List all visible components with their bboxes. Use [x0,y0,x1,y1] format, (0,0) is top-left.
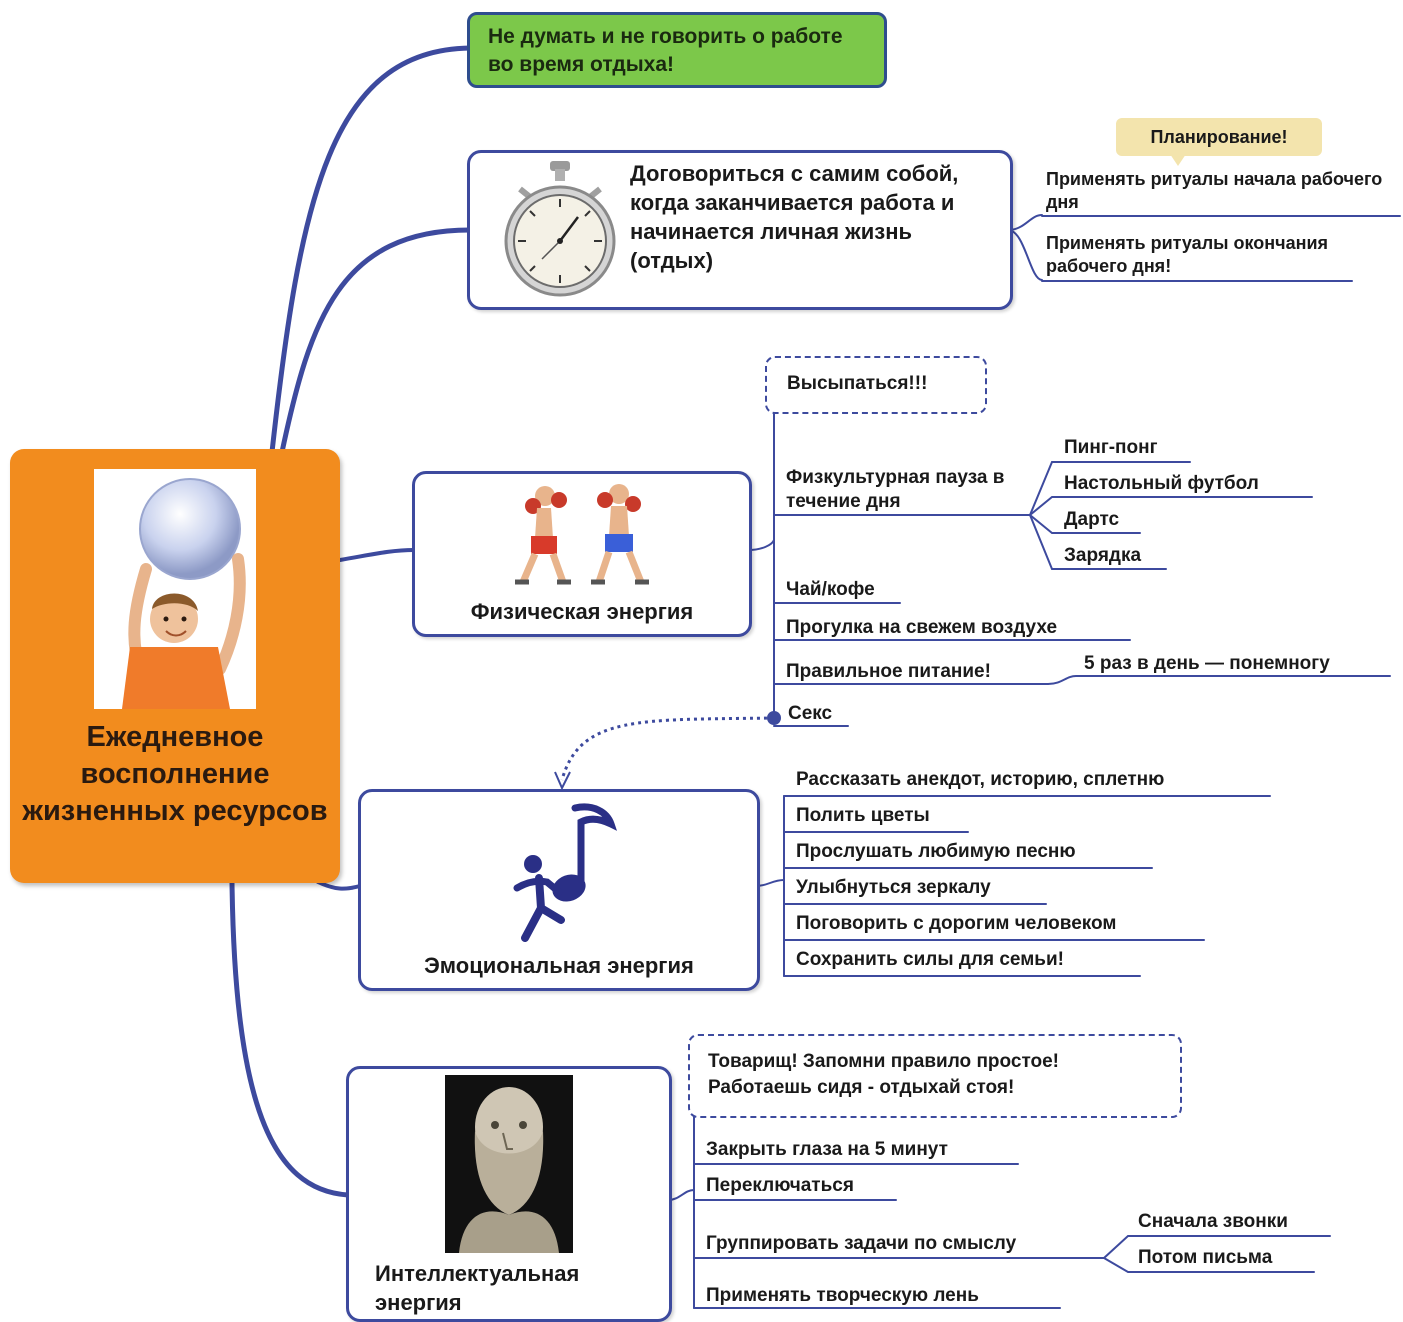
favorite-song-item[interactable]: Прослушать любимую песню [796,841,1076,862]
nutrition-item[interactable]: Правильное питание! [786,661,991,682]
sleep-item[interactable]: Высыпаться!!! [765,356,987,414]
creative-laziness-item[interactable]: Применять творческую лень [706,1285,979,1306]
philosopher-bust-icon [445,1075,573,1253]
planning-callout: Планирование! [1116,118,1322,156]
physical-topic[interactable]: Физическая энергия [412,471,752,637]
link-to-intellectual [229,880,351,1198]
link-to-emotional [316,880,362,891]
exercise-break-item[interactable]: Физкультурная пауза в течение дня [786,467,1005,512]
rule-item[interactable]: Товарищ! Запомни правило простое! Работа… [688,1034,1182,1118]
agreement-topic[interactable]: Договориться с самим собой, когда заканч… [467,150,1013,310]
smile-mirror-item[interactable]: Улыбнуться зеркалу [796,877,991,898]
music-note-dancer-icon [503,796,623,946]
link-to-agreement [279,227,473,455]
talk-loved-one-item[interactable]: Поговорить с дорогим человеком [796,913,1117,934]
stopwatch-icon [502,159,618,299]
central-title: Ежедневное восполнение жизненных ресурсо… [22,721,328,827]
ritual-end-item[interactable]: Применять ритуалы окончания рабочего дня… [1046,233,1329,276]
calls-first-item[interactable]: Сначала звонки [1138,1211,1288,1232]
link-to-top-note [269,45,473,455]
central-node[interactable]: Ежедневное восполнение жизненных ресурсо… [10,449,340,883]
tea-coffee-item[interactable]: Чай/кофе [786,579,875,600]
fresh-air-walk-item[interactable]: Прогулка на свежем воздухе [786,617,1058,638]
top-note[interactable]: Не думать и не говорить о работе во врем… [467,12,887,88]
close-eyes-item[interactable]: Закрыть глаза на 5 минут [706,1139,948,1160]
link-to-physical [338,548,416,562]
intellectual-title: Интеллектуальная энергия [375,1261,580,1315]
sleep-label: Высыпаться!!! [787,373,928,394]
top-note-text: Не думать и не говорить о работе во врем… [488,25,843,76]
workout-item[interactable]: Зарядка [1064,545,1142,566]
table-football-item[interactable]: Настольный футбол [1064,473,1259,494]
sex-item[interactable]: Секс [788,703,833,724]
group-tasks-item[interactable]: Группировать задачи по смыслу [706,1233,1017,1254]
water-flowers-item[interactable]: Полить цветы [796,805,930,826]
emails-then-item[interactable]: Потом письма [1138,1247,1273,1268]
ping-pong-item[interactable]: Пинг-понг [1064,437,1158,458]
dotted-relationship [560,716,775,781]
tell-joke-item[interactable]: Рассказать анекдот, историю, сплетню [796,769,1165,790]
nutrition-note-item[interactable]: 5 раз в день — понемногу [1084,653,1330,674]
intellectual-topic[interactable]: Интеллектуальная энергия [346,1066,672,1322]
emotional-title: Эмоциональная энергия [424,953,694,978]
emotional-topic[interactable]: Эмоциональная энергия [358,789,760,991]
switch-item[interactable]: Переключаться [706,1175,854,1196]
rule-line2: Работаешь сидя - отдыхай стоя! [708,1077,1015,1098]
boxers-icon [493,478,673,588]
child-with-ball-icon [94,469,256,709]
rule-line1: Товарищ! Запомни правило простое! [708,1051,1059,1072]
callout-tail [1170,154,1186,166]
darts-item[interactable]: Дартс [1064,509,1120,530]
save-strength-item[interactable]: Сохранить силы для семьи! [796,949,1064,970]
ritual-start-item[interactable]: Применять ритуалы начала рабочего дня [1046,169,1383,212]
agreement-text: Договориться с самим собой, когда заканч… [630,161,959,273]
physical-title: Физическая энергия [470,599,694,624]
